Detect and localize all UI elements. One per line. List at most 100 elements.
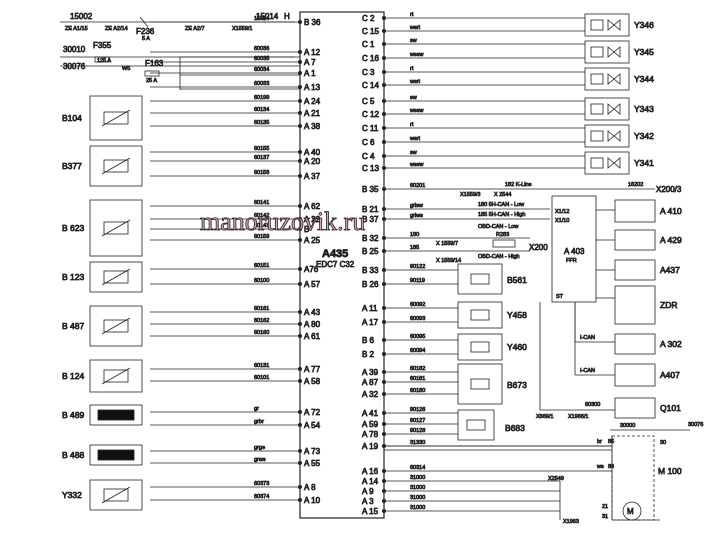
wire-label: 90128 (410, 428, 425, 434)
wire-label: 60181 (410, 376, 425, 382)
sensor-box (89, 305, 143, 347)
pin-dot (381, 319, 386, 324)
connector-label: X1559/3 (460, 192, 481, 198)
zone-label: ZE A2/7 (185, 26, 205, 32)
pin-dot (297, 60, 302, 65)
connector-label: X 1559/14 (436, 258, 461, 264)
pin-dot (381, 305, 386, 310)
wire-label: sw (410, 38, 417, 44)
connector-label: X 2544 (494, 192, 511, 198)
wire-label: 180 (410, 232, 419, 238)
wire-label: 60036 (254, 46, 269, 52)
pin-dot (297, 19, 302, 24)
pin-label: A 7 (304, 58, 316, 67)
injector-box (584, 40, 630, 64)
wire-label: 60162 (254, 318, 269, 324)
sensor-symbol (103, 319, 129, 333)
pin-label: A 11 (362, 304, 378, 313)
wire-label: 60160 (254, 330, 269, 336)
wire-label: 60134 (254, 107, 269, 113)
injector-symbol (590, 103, 604, 115)
sensor-box (89, 359, 143, 393)
pin-label: A 61 (304, 332, 321, 341)
sensor-symbol (101, 317, 131, 335)
pin-dot (297, 71, 302, 76)
pin-label: C 6 (362, 138, 375, 147)
component-label: B 124 (62, 371, 84, 381)
component-box (457, 409, 495, 441)
sensor-symbol (103, 111, 129, 125)
pin-dot (297, 321, 302, 326)
wire-label: 31000 (410, 485, 425, 491)
bus-wire-label: 30 (660, 440, 666, 446)
pin-dot (381, 83, 386, 88)
pin-dot (381, 410, 386, 415)
wire-label: 60143 (254, 223, 269, 229)
sensor-symbol (103, 159, 129, 173)
component-label: B 487 (62, 321, 84, 331)
pin-dot (381, 391, 386, 396)
pin-label: A 16 (362, 467, 379, 476)
supply-lines: 15002 ZE A1/15 ZE A2/14 F236 5 A ZE A2/7… (60, 12, 300, 90)
injector-box (584, 97, 630, 121)
pin-dot (381, 351, 386, 356)
wire-label: 60373 (254, 481, 269, 487)
pin-dot (381, 153, 386, 158)
component-box (457, 301, 503, 329)
component-label: A 410 (660, 206, 682, 216)
pin-dot (297, 366, 302, 371)
x200-3-label: X200/3 (656, 185, 682, 194)
pin-label: C 5 (362, 97, 375, 106)
wire-label: 60033 (254, 81, 269, 87)
wire-label: 60094 (410, 348, 425, 354)
bus-wire-label: br (597, 439, 602, 445)
pin-label: C 14 (362, 81, 379, 90)
wire-label: 60131 (254, 363, 269, 369)
pin-dot (381, 281, 386, 286)
component-box (457, 263, 503, 295)
component-label: B 123 (62, 272, 84, 282)
component-label: Q101 (660, 403, 681, 413)
wire-label: sw (410, 95, 417, 101)
component-box (614, 397, 656, 419)
wire-label: 60158 (254, 170, 269, 176)
pin-dot (297, 111, 302, 116)
pin-label: B 32 (362, 234, 379, 243)
component-box (614, 259, 656, 281)
sensor-symbol (103, 369, 129, 383)
component-label: M 100 (658, 466, 682, 476)
component-box (614, 285, 656, 325)
fuse-amp: 5 A (142, 36, 150, 42)
wire-label: rt (410, 66, 414, 72)
bus-wire-label: ws (596, 464, 604, 470)
pin-dot (297, 333, 302, 338)
fuse-amp: 125 A (97, 58, 111, 64)
pin-label: B 6 (362, 336, 375, 345)
pin-dot (297, 266, 302, 271)
pin-label: A 41 (362, 409, 379, 418)
pin-dot (381, 369, 386, 374)
component-label: B561 (507, 275, 527, 285)
component-label: B 488 (62, 450, 84, 460)
sensor-symbol (101, 268, 131, 286)
connector-label: X1963 (563, 519, 579, 525)
can-low-label: 180 5H-CAN - Low (478, 202, 524, 208)
bus-wire-label: 30000 (620, 423, 635, 429)
wire-label: 60161 (254, 306, 269, 312)
pin-label: B 25 (362, 247, 379, 256)
wire-label: 31000 (410, 495, 425, 501)
top-wire-label: 30076 (63, 62, 86, 71)
pin-label: A 14 (362, 477, 379, 486)
ecu-sub: EDC7 C32 (316, 260, 355, 269)
ffr-pin: X1/12 (555, 209, 569, 215)
wire-label: wsrt (409, 79, 421, 85)
pin-label: C 1 (362, 40, 375, 49)
pin-label: A76 (304, 265, 319, 274)
injector-symbol (590, 73, 604, 85)
injector-label: Y343 (634, 104, 654, 114)
injector-label: Y341 (634, 158, 654, 168)
